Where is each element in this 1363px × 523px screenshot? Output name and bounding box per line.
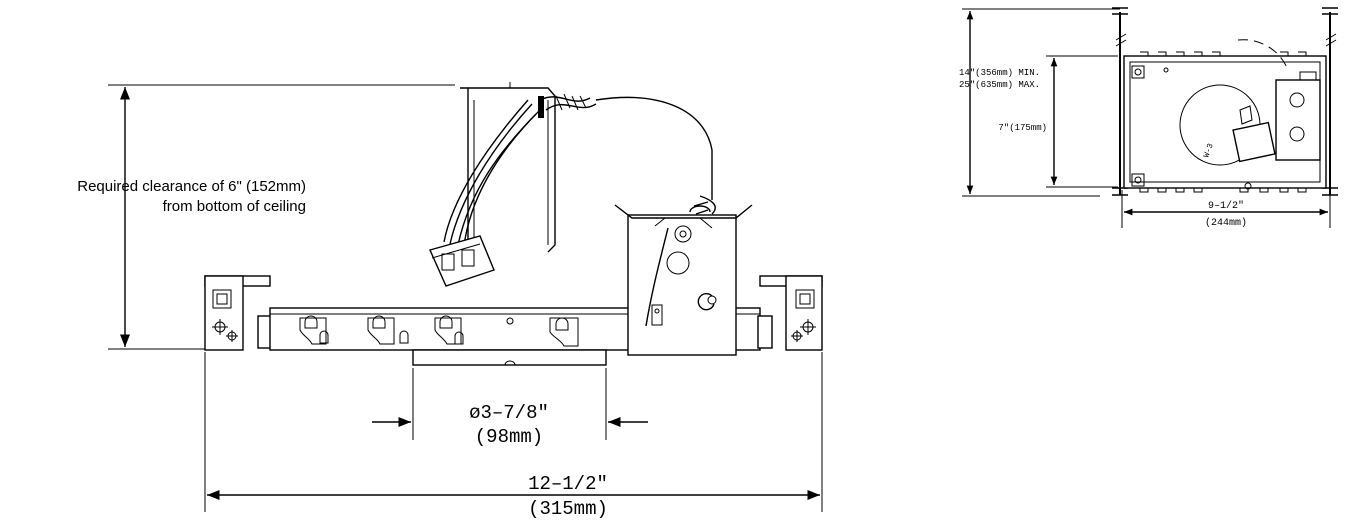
clearance-label-line2: from bottom of ceiling <box>163 198 306 215</box>
right-bracket <box>757 275 823 351</box>
front-view <box>108 82 823 512</box>
aperture-metric-label: (98mm) <box>475 426 543 448</box>
top-width-metric-label: (244mm) <box>1205 217 1247 229</box>
width-metric-label: (315mm) <box>528 498 608 520</box>
width-imperial-label: 12–1/2" <box>528 473 608 495</box>
top-inner-height-label: 7"(175mm) <box>998 123 1047 133</box>
clearance-label-line1: Required clearance of 6" (152mm) <box>77 178 306 195</box>
aperture-dimension <box>372 368 648 440</box>
wire-connector <box>429 235 495 287</box>
junction-box <box>443 82 716 259</box>
left-bracket <box>204 275 273 351</box>
clearance-dimension <box>108 84 455 350</box>
right-junction-box <box>614 201 753 356</box>
aperture-imperial-label: ø3–7/8" <box>469 402 549 424</box>
top-view: W-3 <box>962 7 1338 228</box>
width-dimension <box>204 352 823 512</box>
top-height-max-label: 25"(635mm) MAX. <box>959 80 1040 90</box>
top-width-imperial-label: 9–1/2" <box>1208 200 1244 212</box>
top-height-min-label: 14"(356mm) MIN. <box>959 68 1040 78</box>
